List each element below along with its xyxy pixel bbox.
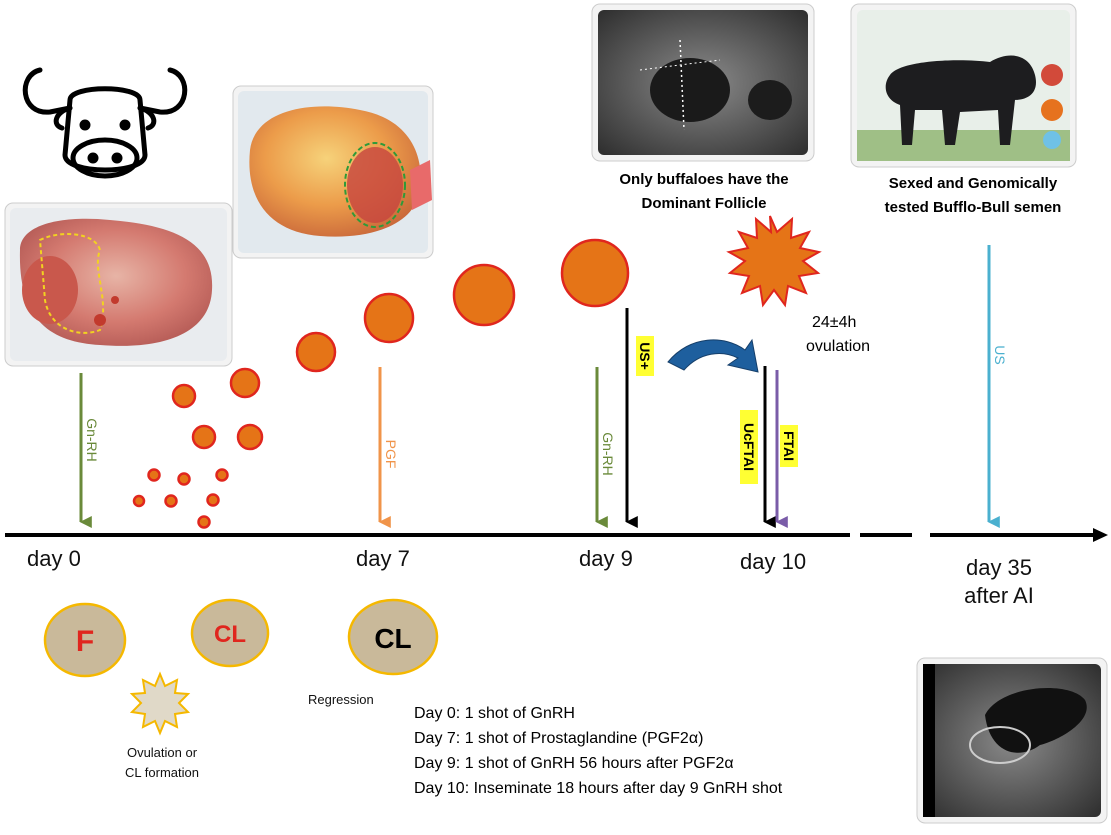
ovulation-time-line1: 24±4h [812,314,856,331]
ovulation-burst-icon [726,215,822,308]
ultrasound-photo-pregnancy [916,657,1108,824]
f-label: F [76,625,94,658]
cl-label-1: CL [214,621,246,648]
protocol-steps: Day 0: 1 shot of GnRH Day 7: 1 shot of P… [414,705,783,797]
gnrh-label-day9: Gn-RH [600,432,616,476]
ovary-photo-day0 [4,202,233,367]
ovulation-caption-line2: CL formation [125,765,199,780]
pgf-label: PGF [383,440,399,469]
cl-structure-2: CL [347,598,439,676]
protocol-step-day10: Day 10: Inseminate 18 hours after day 9 … [414,780,783,797]
ucftai-tag [740,410,758,484]
ovary-photo-day7 [232,85,434,259]
cl-label-2: CL [374,623,411,654]
buffalo-head-icon [22,67,188,179]
curved-arrow-icon [667,338,759,373]
regression-caption: Regression [308,692,374,707]
after-ai-label: after AI [964,583,1034,608]
follicle-caption-line1: Only buffaloes have the [619,171,788,188]
protocol-step-day9: Day 9: 1 shot of GnRH 56 hours after PGF… [414,755,734,772]
ovulation-time-line2: ovulation [806,338,870,355]
day-10-label: day 10 [740,549,806,574]
day-35-label: day 35 [966,555,1032,580]
semen-caption-line1: Sexed and Genomically [889,175,1058,192]
follicle-caption-line2: Dominant Follicle [641,195,766,212]
ftai-label: FTAI [781,431,797,461]
day-0-label: day 0 [27,546,81,571]
ucftai-label: UcFTAI [741,423,757,471]
semen-caption-line2: tested Bufflo-Bull semen [885,199,1062,216]
bull-photo [850,3,1077,168]
cl-structure-1: CL [190,598,270,668]
us-label: US [992,345,1008,364]
us-plus-label: US+ [637,342,653,370]
ultrasound-photo-follicle [591,3,815,162]
protocol-step-day0: Day 0: 1 shot of GnRH [414,705,575,722]
follicle-structure: F [43,602,127,678]
timeline-arrowhead [1093,528,1108,542]
follicle-growth-circles [132,238,630,529]
protocol-step-day7: Day 7: 1 shot of Prostaglandine (PGF2α) [414,730,703,747]
ovulation-star-icon [129,671,191,736]
day-7-label: day 7 [356,546,410,571]
us-plus-tag [636,336,654,376]
ftai-tag [780,425,798,467]
ovulation-caption-line1: Ovulation or [127,745,198,760]
gnrh-label-day0: Gn-RH [84,418,100,462]
day-9-label: day 9 [579,546,633,571]
